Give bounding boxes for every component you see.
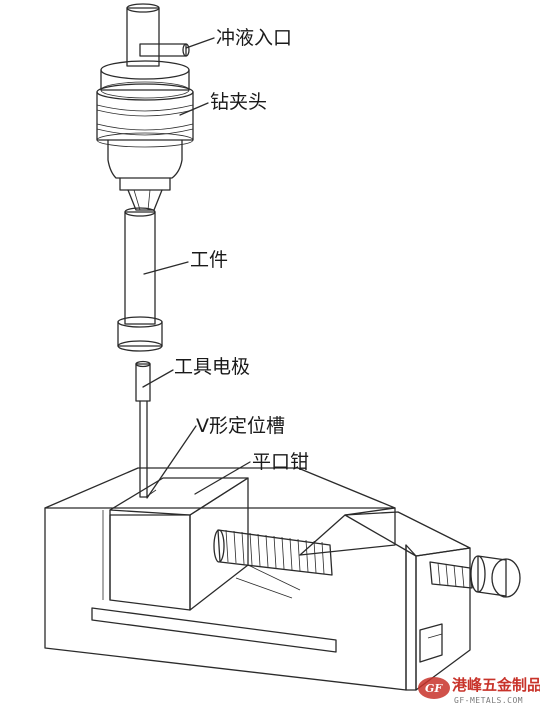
leader-v-groove xyxy=(146,425,197,499)
drill-chuck xyxy=(96,60,194,211)
leader-flat-vise xyxy=(194,461,251,495)
watermark-logo-text: GF xyxy=(425,682,443,695)
lead-screw xyxy=(213,529,473,589)
label-workpiece: 工件 xyxy=(190,249,228,271)
flat-vise xyxy=(44,467,471,691)
leader-workpiece xyxy=(143,261,189,275)
handle-knob xyxy=(470,555,521,598)
label-flat-vise: 平口钳 xyxy=(252,451,309,473)
label-coolant-inlet: 冲液入口 xyxy=(216,27,292,49)
watermark: GF 港峰五金制品 GF-METALS.COM xyxy=(418,676,540,705)
watermark-text-cn: 港峰五金制品 xyxy=(452,676,540,694)
label-drill-chuck: 钻夹头 xyxy=(210,91,267,113)
leader-coolant-inlet xyxy=(185,37,215,49)
tool-electrode xyxy=(135,360,151,498)
coolant-inlet-pipe xyxy=(126,3,190,67)
watermark-text-en: GF-METALS.COM xyxy=(454,696,523,705)
label-v-groove: V形定位槽 xyxy=(196,415,285,437)
leader-tool-electrode xyxy=(142,369,174,388)
watermark-logo xyxy=(418,677,450,699)
leader-drill-chuck xyxy=(179,102,209,116)
workpiece xyxy=(117,207,163,352)
leader-lines xyxy=(142,37,251,499)
label-tool-electrode: 工具电极 xyxy=(174,356,250,378)
